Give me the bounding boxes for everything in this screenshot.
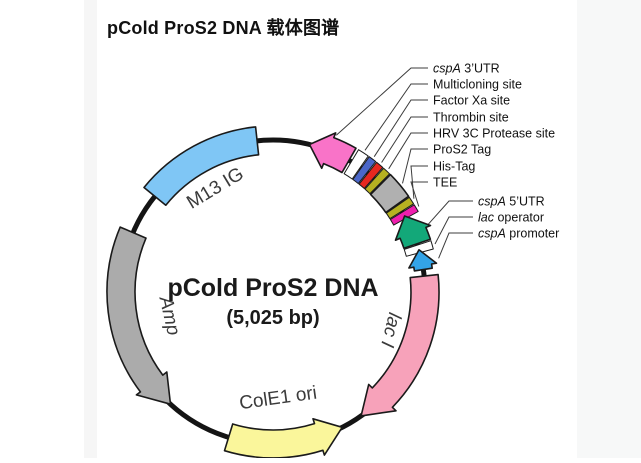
feature-cspa-promoter [408,249,438,272]
feature-his-tag [385,196,415,220]
leader-line-callout-pros2-tag [402,148,428,184]
callout-his-tag: His-Tag [433,160,475,174]
leader-line-callout-cspa-5utr [427,200,473,225]
feature-lac-i [360,273,440,417]
page-title: pCold ProS2 DNA 载体图谱 [107,18,340,38]
feature-lac-operator [403,240,434,257]
plasmid-name: pCold ProS2 DNA [167,274,378,302]
feature-hrv-3c [364,167,391,195]
feature-mcs [343,149,369,180]
callout-cspa-5utr: cspA 5’UTR [478,195,545,209]
leader-line-callout-hrv-3c [388,132,428,170]
leader-line-callout-mcs [364,83,428,151]
feature-cole1-ori [223,418,343,459]
leader-line-callout-tee [410,181,428,207]
callout-pros2-tag: ProS2 Tag [433,143,491,157]
feature-amp [106,226,172,405]
leader-line-callout-thrombin [381,116,428,163]
plasmid-size: (5,025 bp) [226,307,319,329]
callout-leader-lines [335,67,473,259]
callout-mcs: Multicloning site [433,78,522,92]
callout-tee: TEE [433,176,457,190]
right-gutter-panel [577,0,641,458]
feature-m13-ig [143,126,260,206]
callout-lac-operator: lac operator [478,211,544,225]
plasmid-features [106,126,440,459]
leader-line-callout-cspa-promoter [438,232,473,259]
callout-hrv-3c: HRV 3C Protease site [433,127,555,141]
feature-pros2-tag [369,173,410,214]
left-gutter-strip [84,0,97,458]
leader-line-callout-factor-xa [373,99,428,157]
callout-thrombin: Thrombin site [433,111,509,125]
callout-cspa-3utr: cspA 3’UTR [433,62,500,76]
feature-cspa-3utr [308,132,357,174]
feature-cspa-5utr [394,215,432,249]
callout-factor-xa: Factor Xa site [433,94,510,108]
callout-cspa-promoter: cspA promoter [478,227,559,241]
feature-factor-xa [352,156,377,185]
leader-line-callout-lac-operator [434,216,473,245]
leader-line-callout-cspa-3utr [335,67,428,136]
feature-tee [389,204,419,226]
feature-thrombin [358,161,384,189]
